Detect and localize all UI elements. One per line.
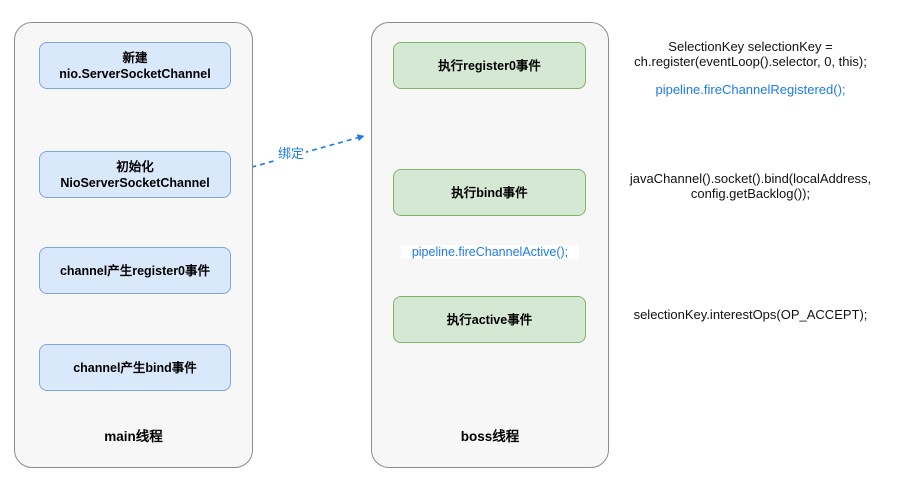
node-line: channel产生bind事件: [73, 360, 197, 375]
node-exec-register0-event: 执行register0事件: [393, 42, 586, 89]
edge-label-bind: 绑定: [276, 143, 307, 162]
node-exec-active-event: 执行active事件: [393, 296, 586, 343]
annotation-register: SelectionKey selectionKey = ch.register(…: [602, 39, 899, 97]
node-line: channel产生register0事件: [59, 263, 211, 278]
code-line: javaChannel().socket().bind(localAddress…: [629, 171, 872, 186]
node-line: 初始化: [116, 159, 154, 174]
annotation-interest-ops: selectionKey.interestOps(OP_ACCEPT);: [602, 307, 899, 322]
node-line: 执行bind事件: [451, 185, 528, 200]
node-line: NioServerSocketChannel: [60, 175, 210, 190]
node-line: 执行active事件: [446, 312, 533, 327]
node-channel-register0-event: channel产生register0事件: [39, 247, 231, 294]
node-line: 执行register0事件: [438, 58, 541, 73]
code-line: config.getBacklog());: [690, 186, 811, 201]
node-line: 新建: [122, 50, 148, 65]
code-line: SelectionKey selectionKey =: [668, 39, 833, 54]
lane-title-main: main线程: [104, 429, 163, 444]
edge-label-fire-channel-active: pipeline.fireChannelActive();: [401, 245, 579, 259]
node-new-serversocketchannel: 新建 nio.ServerSocketChannel: [39, 42, 231, 89]
lane-title-boss: boss线程: [460, 429, 520, 444]
node-line: nio.ServerSocketChannel: [59, 66, 211, 81]
code-line: selectionKey.interestOps(OP_ACCEPT);: [633, 307, 868, 322]
lane-main-thread: 新建 nio.ServerSocketChannel 初始化 NioServer…: [14, 22, 253, 468]
annotation-bind: javaChannel().socket().bind(localAddress…: [602, 171, 899, 201]
code-line-fire-channel-registered: pipeline.fireChannelRegistered();: [655, 82, 846, 97]
node-exec-bind-event: 执行bind事件: [393, 169, 586, 216]
node-init-nioserversocketchannel: 初始化 NioServerSocketChannel: [39, 151, 231, 198]
node-channel-bind-event: channel产生bind事件: [39, 344, 231, 391]
code-line: ch.register(eventLoop().selector, 0, thi…: [634, 54, 867, 69]
